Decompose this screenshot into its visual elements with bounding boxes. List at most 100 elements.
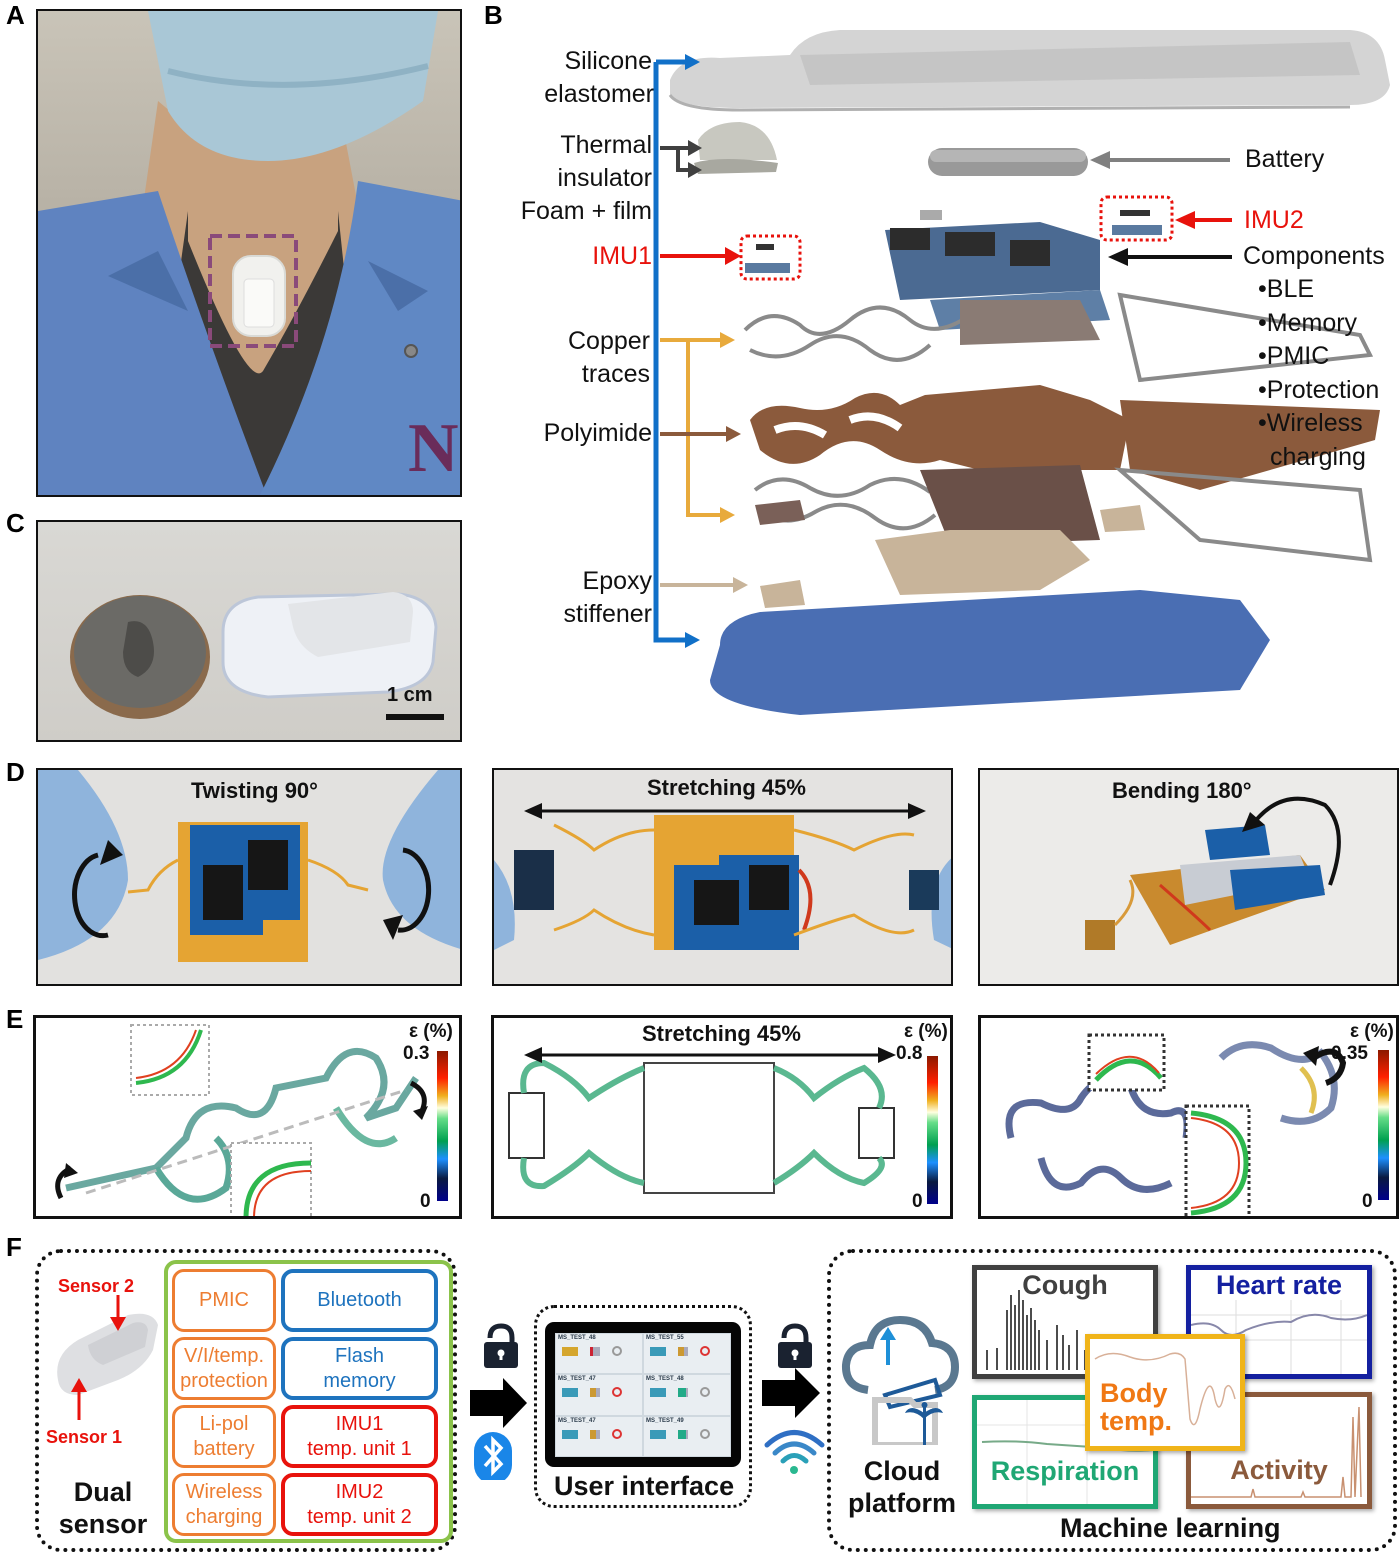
polyimide-layer <box>750 385 1380 490</box>
panel-f-letter: F <box>6 1232 22 1262</box>
lock-icon <box>778 1323 812 1368</box>
colorbar-title: ε (%) <box>409 1021 453 1042</box>
panel-e-twisting-strain-map: ε (%) 0.3 0 <box>33 1015 462 1219</box>
tablet-device: MS_TEST_48 MS_TEST_55 MS_TEST_47 <box>545 1322 741 1467</box>
colorbar <box>437 1051 448 1201</box>
colorbar-title: ε (%) <box>904 1021 948 1042</box>
cloud-platform-label: Cloud platform <box>848 1456 956 1518</box>
colorbar-title: ε (%) <box>1350 1021 1394 1042</box>
battery-layer <box>928 148 1088 176</box>
component-item: •PMIC <box>1258 342 1330 370</box>
device-status-card[interactable]: MS_TEST_47 <box>555 1416 643 1457</box>
caduceus-icon <box>905 1402 943 1445</box>
serpentine-trace <box>65 1047 419 1192</box>
machine-learning-label: Machine learning <box>1060 1513 1281 1543</box>
imu2-highlight-box <box>1099 195 1174 242</box>
device-status-card[interactable]: MS_TEST_48 <box>643 1374 731 1416</box>
serpentine-trace <box>520 1059 646 1103</box>
transfer-to-cloud-connector <box>762 1323 825 1474</box>
body-temp-trace <box>1094 1352 1236 1426</box>
user-interface-label: User interface <box>554 1471 735 1501</box>
ml-card-title: Respiration <box>990 1456 1140 1486</box>
device-status-card[interactable]: MS_TEST_48 <box>555 1333 643 1374</box>
colorbar-max: 0.8 <box>896 1043 923 1064</box>
twisting-title: Twisting 90° <box>191 778 318 803</box>
colorbar-min: 0 <box>912 1191 923 1212</box>
ml-card-body-temp: Body temp. <box>1085 1334 1245 1451</box>
panel-b-letter: B <box>484 0 503 30</box>
panel-d-stretching-photo: Stretching 45% <box>492 768 953 986</box>
label-insulator: insulator <box>557 164 653 192</box>
imu-pad <box>1085 920 1115 950</box>
wifi-icon <box>764 1430 825 1474</box>
component-item: charging <box>1270 442 1366 471</box>
silicone-elastomer-layer <box>668 30 1390 112</box>
panel-d-letter: D <box>6 757 25 787</box>
block-protection: V/I/temp.protection <box>172 1337 276 1400</box>
panel-e-letter: E <box>6 1004 24 1034</box>
component-item: •Wireless <box>1258 409 1363 437</box>
dual-sensor-group <box>35 1249 457 1552</box>
panel-d-bending-photo: Bending 180° <box>978 768 1399 986</box>
scale-bar <box>386 714 444 720</box>
component-item: •BLE <box>1258 275 1315 303</box>
epoxy-stiffener-layer <box>760 505 1145 608</box>
device-status-card[interactable]: MS_TEST_55 <box>643 1333 731 1374</box>
heart-rate-trace <box>1191 1313 1367 1336</box>
folder-icon <box>872 1397 938 1445</box>
colorbar-min: 0 <box>420 1191 431 1212</box>
panel-c-letter: C <box>6 508 25 538</box>
ml-card-cough: Cough <box>972 1265 1158 1379</box>
cloud-platform-icon <box>841 1315 960 1445</box>
svg-text:N: N <box>408 410 459 487</box>
lock-icon <box>484 1323 518 1368</box>
scale-bar-label: 1 cm <box>387 684 433 706</box>
label-imu1: IMU1 <box>592 242 652 270</box>
label-silicone: Silicone <box>564 47 652 75</box>
label-imu2: IMU2 <box>1244 206 1304 234</box>
panel-e-bending-strain-map: ε (%) 0.35 0 <box>978 1015 1399 1219</box>
cough-signal-plot <box>986 1290 1138 1370</box>
bottom-adhesive-layer <box>710 590 1270 715</box>
panel-c-photo: 1 cm <box>36 520 462 742</box>
sensor1-label: Sensor 1 <box>46 1427 123 1447</box>
copper-traces-top-layer <box>743 292 1374 383</box>
label-elastomer: elastomer <box>544 80 654 108</box>
imu-left <box>514 850 554 910</box>
user-interface-group <box>534 1305 752 1508</box>
label-components: Components <box>1243 242 1385 270</box>
label-stiffener: stiffener <box>563 600 652 628</box>
cloud-ml-group <box>827 1249 1397 1552</box>
encapsulation-arrow <box>653 59 690 643</box>
dual-sensor-device-icon <box>57 1313 158 1395</box>
component-item: •Memory <box>1258 308 1358 337</box>
device-status-card[interactable]: MS_TEST_47 <box>555 1374 643 1416</box>
ml-card-title: Heart rate <box>1215 1270 1343 1300</box>
sensor2-arrow-icon <box>110 1295 126 1331</box>
imu-right <box>909 870 939 910</box>
ml-card-title: Body temp. <box>1100 1378 1173 1436</box>
label-traces: traces <box>581 360 650 388</box>
transfer-to-ui-connector <box>470 1323 527 1480</box>
colorbar-min: 0 <box>1362 1191 1373 1212</box>
arrow-right-icon <box>470 1378 527 1428</box>
bluetooth-icon <box>474 1432 512 1480</box>
imu1-highlight-box <box>739 234 802 281</box>
label-foam-film: Foam + film <box>520 197 652 225</box>
exploded-view-diagram <box>653 30 1390 715</box>
device-status-card[interactable]: MS_TEST_49 <box>643 1416 731 1457</box>
tablet-screen: MS_TEST_48 MS_TEST_55 MS_TEST_47 <box>555 1333 731 1457</box>
block-bluetooth: Bluetooth <box>281 1269 438 1332</box>
label-battery: Battery <box>1245 145 1325 173</box>
ml-card-title: Activity <box>1230 1455 1328 1485</box>
sensor1-arrow-icon <box>71 1378 87 1420</box>
activity-trace <box>1191 1406 1362 1498</box>
block-diagram-frame <box>164 1260 453 1543</box>
label-copper: Copper <box>568 327 650 355</box>
panel-d-twisting-photo: Twisting 90° <box>36 768 462 986</box>
label-thermal: Thermal <box>560 131 652 159</box>
